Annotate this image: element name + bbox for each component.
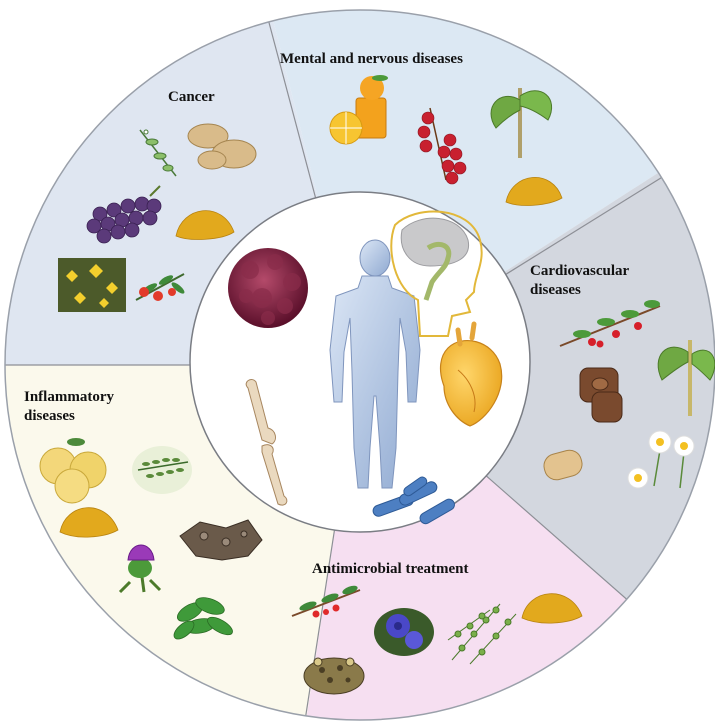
mental-section-label: Mental and nervous diseases — [280, 50, 463, 69]
frog-icon — [304, 658, 364, 694]
cardiovascular-section-label: Cardiovascular diseases — [530, 262, 629, 300]
cancer-cell-icon — [228, 248, 308, 328]
cornflower-icon — [374, 608, 434, 656]
fern-leaves-icon — [132, 446, 192, 494]
antimicrobial-section-label: Antimicrobial treatment — [312, 560, 469, 579]
cancer-section-label: Cancer — [168, 88, 215, 107]
forsythia-flowers-icon — [58, 258, 126, 312]
inflammatory-section-label: Inflammatory diseases — [24, 388, 114, 426]
